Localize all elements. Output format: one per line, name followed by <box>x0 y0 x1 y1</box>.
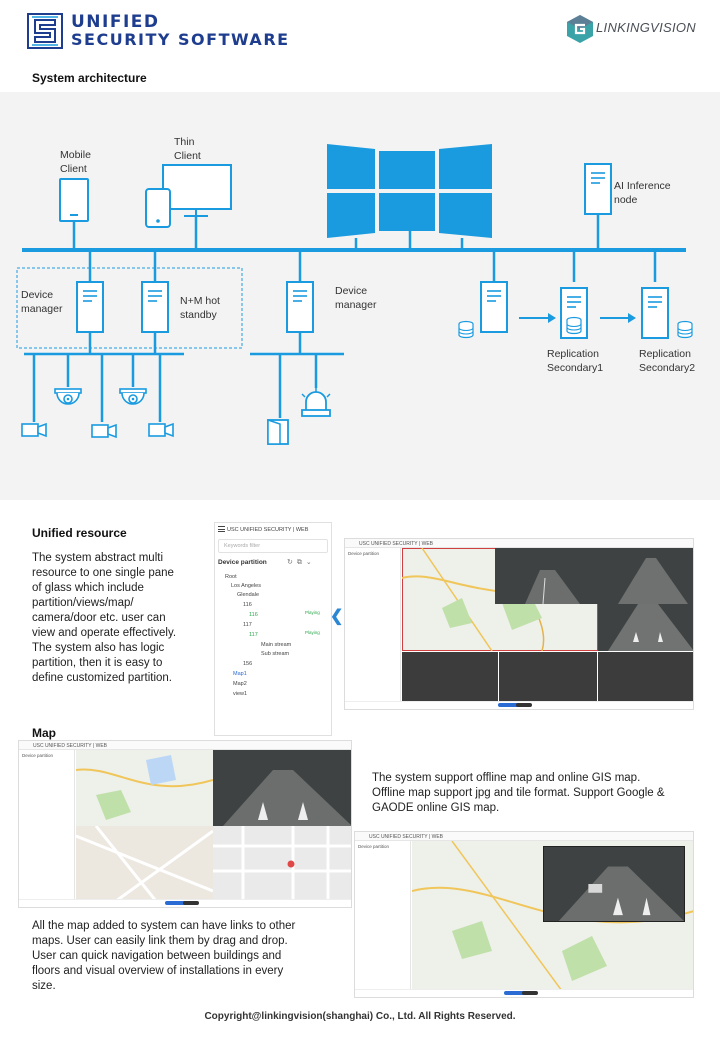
camera-icon <box>91 424 117 438</box>
database-icon <box>458 320 474 339</box>
tree-row[interactable]: Root <box>225 574 237 580</box>
map-text-1: The system support offline map and onlin… <box>372 772 665 814</box>
hot-standby-label: N+M hot standby <box>180 295 220 321</box>
phone-icon <box>59 178 89 222</box>
partner-logo-block: LINKINGVISION <box>566 14 706 44</box>
screenshot-unified-resource: USC UNIFIED SECURITY | WEB Device partit… <box>344 538 694 710</box>
tree-row[interactable]: Map2 <box>233 681 247 687</box>
app-title: USC UNIFIED SECURITY | WEB <box>345 539 693 548</box>
screenshot-map-grid: USC UNIFIED SECURITY | WEB Device partit… <box>18 740 352 908</box>
database-icon <box>677 320 693 339</box>
status-badge: Playing <box>305 610 320 615</box>
tree-row[interactable]: Main stream <box>261 642 292 648</box>
database-icon <box>566 316 582 335</box>
brand-name-line2: SECURITY SOFTWARE <box>71 30 290 49</box>
device-partition-sidebar: Device partition <box>19 750 75 907</box>
replication-secondary2-label: Replication Secondary2 <box>639 348 696 374</box>
usc-logo-icon <box>27 13 63 49</box>
server-icon <box>480 281 508 333</box>
tree-row[interactable]: 156 <box>243 661 253 667</box>
keyword-search-input[interactable]: Keywords filter <box>218 539 328 553</box>
architecture-title: System architecture <box>32 71 147 85</box>
architecture-diagram <box>16 144 693 445</box>
map-tile[interactable] <box>76 750 213 826</box>
brand-logo-block: UNIFIED SECURITY SOFTWARE <box>27 12 327 52</box>
device-partition-sidebar: Device partition <box>355 841 411 997</box>
door-icon <box>267 418 289 445</box>
camera-tile[interactable] <box>598 604 693 651</box>
camera-tile[interactable] <box>495 548 598 604</box>
tree-toolbar[interactable]: ↻⧉⌄ <box>287 559 316 566</box>
linkingvision-logo-icon <box>567 15 593 43</box>
ai-server-icon <box>584 163 612 250</box>
device-manager-label: Device manager <box>21 289 63 315</box>
map-text-2: All the map added to system can have lin… <box>32 920 296 992</box>
tree-row[interactable]: Glendale <box>237 592 260 598</box>
empty-tile[interactable] <box>598 652 693 702</box>
partner-name: LINKINGVISION <box>596 20 696 35</box>
status-badge: Playing <box>305 630 320 635</box>
tree-row[interactable]: 117 <box>243 622 252 628</box>
camera-tile[interactable] <box>598 548 693 604</box>
replication-arrow <box>519 313 556 323</box>
tree-row[interactable]: 116 <box>249 612 258 618</box>
mobile-client-label: Mobile Client <box>60 149 91 175</box>
video-wall-icon <box>327 144 492 238</box>
unified-resource-title: Unified resource <box>32 526 127 540</box>
app-title: USC UNIFIED SECURITY | WEB <box>227 527 309 533</box>
app-title: USC UNIFIED SECURITY | WEB <box>355 832 693 841</box>
device-manager-label: Device manager <box>335 285 377 311</box>
brand-name-line1: UNIFIED <box>71 12 160 32</box>
empty-tile[interactable] <box>499 652 597 702</box>
sidebar-header: Device partition <box>358 844 390 849</box>
map-tile[interactable] <box>76 826 213 901</box>
app-title: USC UNIFIED SECURITY | WEB <box>19 741 351 750</box>
sidebar-header: Device partition <box>348 551 380 556</box>
dome-camera-icon <box>119 388 147 405</box>
device-tree-panel: USC UNIFIED SECURITY | WEB Keywords filt… <box>214 522 332 736</box>
unified-resource-text: The system abstract multi resource to on… <box>32 552 177 684</box>
empty-tile[interactable] <box>402 652 498 702</box>
ai-inference-label: AI Inference node <box>614 180 671 206</box>
tree-row[interactable]: Los Angeles <box>231 583 261 589</box>
screenshot-map-popup: USC UNIFIED SECURITY | WEB Device partit… <box>354 831 694 998</box>
camera-icon <box>148 423 174 437</box>
copyright: Copyright@linkingvision(shanghai) Co., L… <box>204 1011 516 1022</box>
server-icon <box>141 281 169 333</box>
chevron-left-icon[interactable]: ❮ <box>330 608 344 625</box>
menu-icon[interactable] <box>218 526 225 532</box>
replication-secondary1-label: Replication Secondary1 <box>547 348 604 374</box>
footer-bar <box>345 701 693 709</box>
monitor-icon <box>145 164 232 228</box>
server-icon <box>76 281 104 333</box>
footer-bar <box>19 899 351 907</box>
footer-bar <box>355 989 693 997</box>
camera-icon <box>21 423 47 437</box>
camera-popup[interactable] <box>543 846 685 922</box>
map-tile[interactable] <box>213 826 351 901</box>
tree-row[interactable]: Sub stream <box>261 651 290 657</box>
hot-standby-group <box>16 267 243 349</box>
alarm-light-icon <box>301 388 331 417</box>
sidebar-header: Device partition <box>22 753 54 758</box>
dome-camera-icon <box>54 388 82 405</box>
map-title: Map <box>32 726 56 740</box>
thin-client-label: Thin Client <box>174 136 201 162</box>
tree-row[interactable]: 116 <box>243 602 252 608</box>
device-partition-header: Device partition <box>218 559 267 566</box>
tree-row[interactable]: 117 <box>249 632 258 638</box>
tree-row[interactable]: view1 <box>233 691 248 697</box>
replication-arrow <box>600 313 636 323</box>
device-partition-sidebar: Device partition <box>345 548 401 709</box>
tree-row[interactable]: Map1 <box>233 671 247 677</box>
server-icon <box>286 281 314 333</box>
server-icon <box>641 287 669 339</box>
camera-tile[interactable] <box>213 750 351 826</box>
